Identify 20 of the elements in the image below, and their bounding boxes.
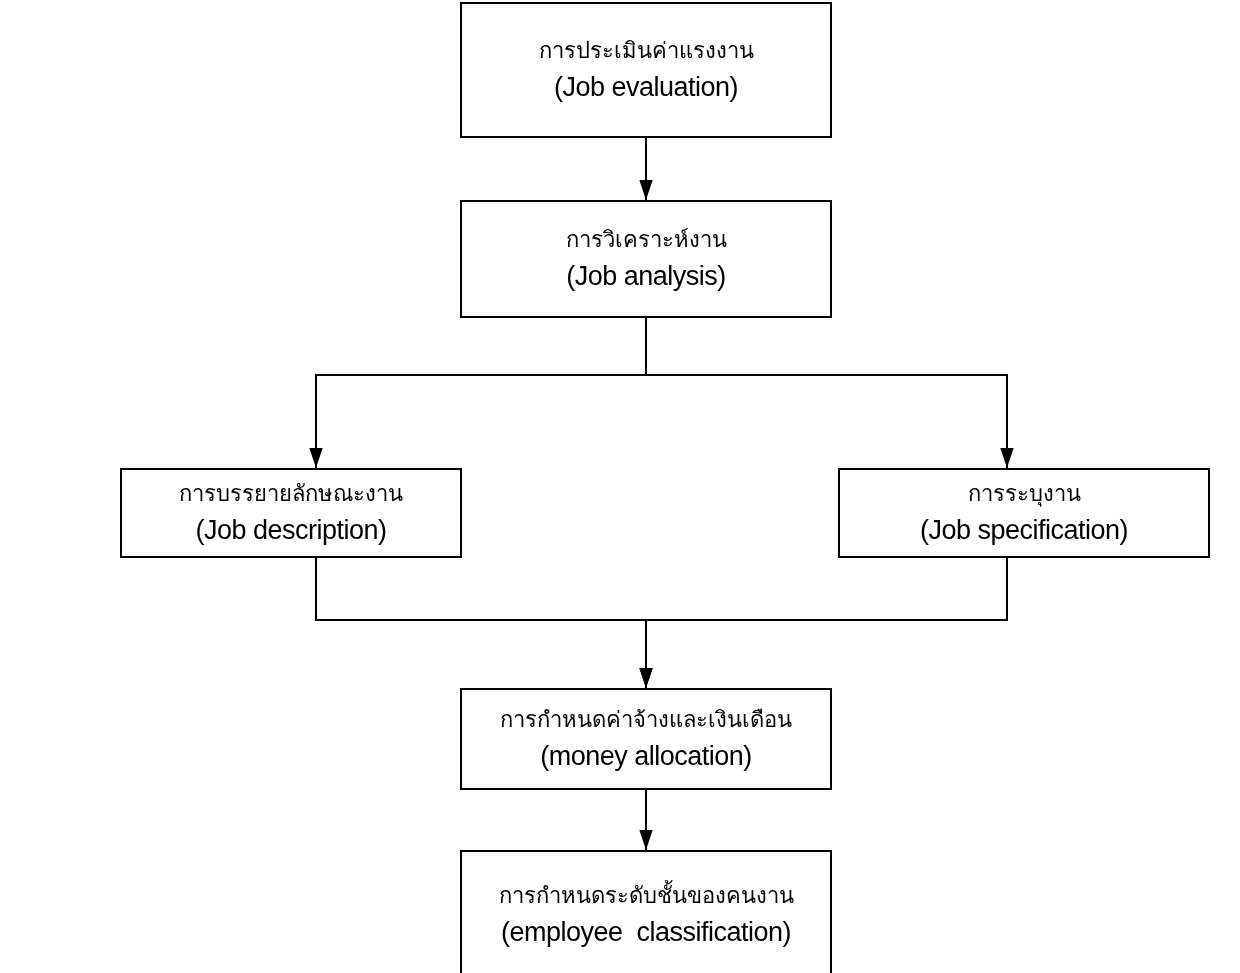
process-box	[460, 850, 832, 973]
process-box	[460, 200, 832, 318]
box-heading: การระบุงาน	[967, 479, 1081, 509]
process-box	[460, 688, 832, 790]
process-box	[120, 468, 462, 558]
box-subtitle: (Job description)	[195, 514, 387, 547]
box-subtitle: (Job evaluation)	[553, 71, 739, 104]
box-subtitle: (employee classification)	[500, 916, 792, 949]
box-heading: การบรรยายลักษณะงาน	[179, 479, 403, 508]
box-subtitle: (Job specification)	[919, 514, 1129, 547]
box-heading: การกำหนดค่าจ้างและเงินเดือน	[500, 705, 792, 734]
box-heading: การวิเคราะห์งาน	[565, 225, 727, 254]
arrow	[639, 789, 653, 851]
box-heading: การประเมินค่าแรงงาน	[538, 36, 754, 65]
process-box	[460, 2, 832, 138]
arrow	[639, 137, 653, 201]
box-subtitle: (Job analysis)	[566, 260, 726, 293]
box-subtitle: (money allocation)	[540, 740, 752, 773]
box-heading: การกำหนดระดับชั้นของคนงาน	[498, 881, 794, 910]
process-box	[838, 468, 1210, 558]
